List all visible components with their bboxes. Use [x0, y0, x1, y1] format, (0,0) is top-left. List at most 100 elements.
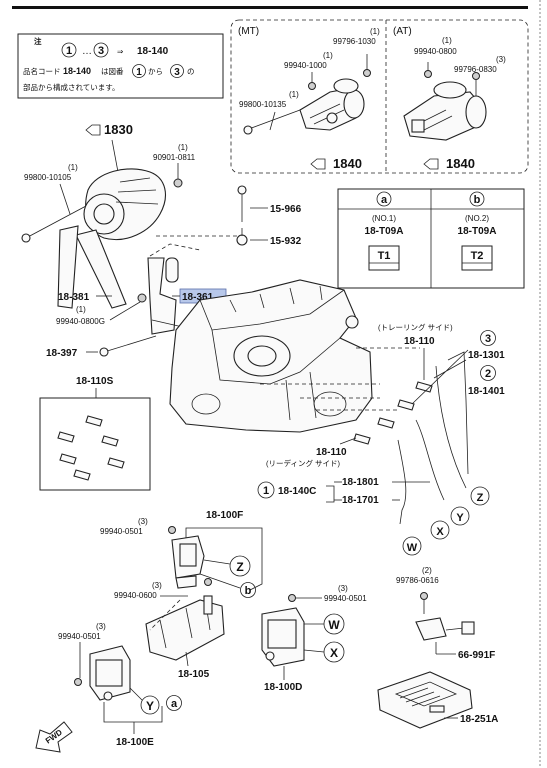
- spec-col-a-tag: T1: [378, 250, 391, 262]
- note-line2-from: 1: [136, 67, 142, 78]
- mt-label-3-code: 99800-10135: [239, 100, 287, 109]
- label-circle-b: b: [245, 585, 252, 597]
- spec-col-a-no: (NO.1): [372, 214, 396, 223]
- ignition-coil-18-100f: 18-100F (3) 99940-0501 Z b: [100, 510, 263, 598]
- coil-bracket-18-105: (3) 99940-0600 18-105: [114, 578, 225, 680]
- label-99940-0501-b: 99940-0501: [324, 594, 367, 603]
- label-99940-0600: 99940-0600: [114, 591, 157, 600]
- note-arrow: ⇒: [117, 47, 124, 56]
- label-circle-1: 1: [263, 485, 269, 497]
- note-line2-b: は図番: [101, 66, 124, 76]
- label-circle-2: 2: [485, 368, 491, 380]
- label-18-110-bottom: 18-110: [316, 447, 347, 458]
- ignition-coil-18-100d: (3) 99940-0501 W X 18-100D: [261, 584, 367, 693]
- note-box: 注 1 … 3 ⇒ 18-140 品名コード 18-140 は図番 1 から 3…: [17, 33, 224, 99]
- ref-1830: 1830: [104, 122, 133, 137]
- label-circle-3: 3: [485, 333, 491, 345]
- at-label-1-qty: (1): [442, 36, 452, 45]
- mt-title: (MT): [238, 26, 259, 37]
- label-99940-0501-a-qty: (3): [138, 517, 148, 526]
- top-rule: [12, 6, 528, 9]
- label-leading-side: (リーディング サイド): [266, 458, 341, 468]
- label-18-1701: 18-1701: [342, 495, 379, 506]
- note-line2-a: 品名コード: [23, 66, 61, 76]
- mt-starter-motor: [299, 78, 365, 131]
- label-circle-x: X: [436, 526, 444, 538]
- mt-label-3-qty: (1): [289, 90, 299, 99]
- mt-label-1-code: 99796-1030: [333, 37, 376, 46]
- spark-plugs-and-leads: (トレーリング サイド) 18-110 18-110 (リーディング サイド) …: [257, 322, 505, 556]
- label-circle-a: a: [171, 698, 178, 710]
- label-18-110s: 18-110S: [76, 376, 114, 387]
- note-line3: 部品から構成されています。: [23, 82, 120, 92]
- mt-label-1-qty: (1): [370, 27, 380, 36]
- label-90901: 90901-0811: [153, 153, 196, 162]
- label-circle-z2: Z: [236, 560, 243, 574]
- label-18-381: 18-381: [58, 292, 90, 303]
- ignition-coil-18-100e: (3) 99940-0501 Y a 18-100E: [58, 622, 182, 748]
- at-label-1-code: 99940-0800: [414, 47, 457, 56]
- label-99940-0501-c-qty: (3): [96, 622, 106, 631]
- spark-plug-set-box: 18-110S: [39, 376, 151, 491]
- igniter-module-18-251a: (2) 99786-0616 66-991F 18-251A: [377, 566, 498, 729]
- label-90901-qty: (1): [178, 143, 188, 152]
- spec-col-a-key: a: [381, 194, 388, 206]
- note-line2-c: から: [148, 67, 163, 76]
- label-circle-x2: X: [330, 646, 338, 660]
- fwd-arrow-icon: FWD: [35, 721, 73, 753]
- label-18-397: 18-397: [46, 348, 78, 359]
- label-circle-y2: Y: [146, 699, 154, 713]
- note-line2-to: 3: [174, 67, 180, 78]
- spec-col-b-no: (NO.2): [465, 214, 489, 223]
- label-18-100d: 18-100D: [264, 682, 302, 693]
- label-18-1401: 18-1401: [468, 386, 505, 397]
- label-circle-w2: W: [328, 618, 340, 632]
- spec-col-b-tag: T2: [471, 250, 484, 262]
- label-circle-z: Z: [477, 492, 484, 504]
- at-starter-motor: [403, 81, 487, 141]
- spec-col-b-part: 18-T09A: [458, 226, 497, 237]
- label-99800-qty: (1): [68, 163, 78, 172]
- label-15-966: 15-966: [270, 204, 302, 215]
- label-99800: 99800-10105: [24, 173, 72, 182]
- note-range-from: 1: [66, 45, 72, 57]
- note-range-part: 18-140: [137, 46, 169, 57]
- label-18-361: 18-361: [182, 292, 214, 303]
- label-99940-0600-qty: (3): [152, 581, 162, 590]
- label-18-1301: 18-1301: [468, 350, 505, 361]
- note-title: 注: [34, 36, 42, 46]
- alternator-assembly: 1830 (1) 90901-0811 (1) 99800-10105: [21, 122, 196, 309]
- label-99940-0501-a: 99940-0501: [100, 527, 143, 536]
- label-99786-qty: (2): [422, 566, 432, 575]
- label-trailing-side: (トレーリング サイド): [378, 322, 453, 332]
- label-18-100f: 18-100F: [206, 510, 243, 521]
- note-range-dots: …: [82, 46, 92, 57]
- note-range-to: 3: [98, 45, 104, 57]
- label-66-991f: 66-991F: [458, 650, 495, 661]
- at-label-2-qty: (3): [496, 55, 506, 64]
- spec-col-a-part: 18-T09A: [365, 226, 404, 237]
- label-18-1801: 18-1801: [342, 477, 379, 488]
- mt-ref-1840: 1840: [310, 156, 362, 171]
- label-99940-0501-b-qty: (3): [338, 584, 348, 593]
- label-circle-w: W: [407, 542, 418, 554]
- mt-ref-text: 1840: [333, 156, 362, 171]
- label-99940-0800g-qty: (1): [76, 305, 86, 314]
- label-99786: 99786-0616: [396, 576, 439, 585]
- label-18-110-top: 18-110: [404, 336, 435, 347]
- label-circle-y: Y: [456, 512, 464, 524]
- label-99940-0501-c: 99940-0501: [58, 632, 101, 641]
- spec-table: a b (NO.1) (NO.2) 18-T09A 18-T09A T1 T2: [337, 188, 525, 289]
- label-18-140c: 18-140C: [278, 486, 316, 497]
- at-ref-text: 1840: [446, 156, 475, 171]
- note-line2-code: 18-140: [63, 66, 91, 76]
- spec-col-b-key: b: [474, 194, 481, 206]
- label-18-105: 18-105: [178, 669, 210, 680]
- mt-at-box: (MT) (AT) (1) 99796-1030 (1) 99940-1000 …: [230, 19, 529, 174]
- at-label-2-code: 99796-0830: [454, 65, 497, 74]
- mt-label-2-code: 99940-1000: [284, 61, 327, 70]
- label-99940-0800g: 99940-0800G: [56, 317, 105, 326]
- note-line2-d: の: [187, 67, 195, 76]
- at-ref-1840: 1840: [423, 156, 475, 171]
